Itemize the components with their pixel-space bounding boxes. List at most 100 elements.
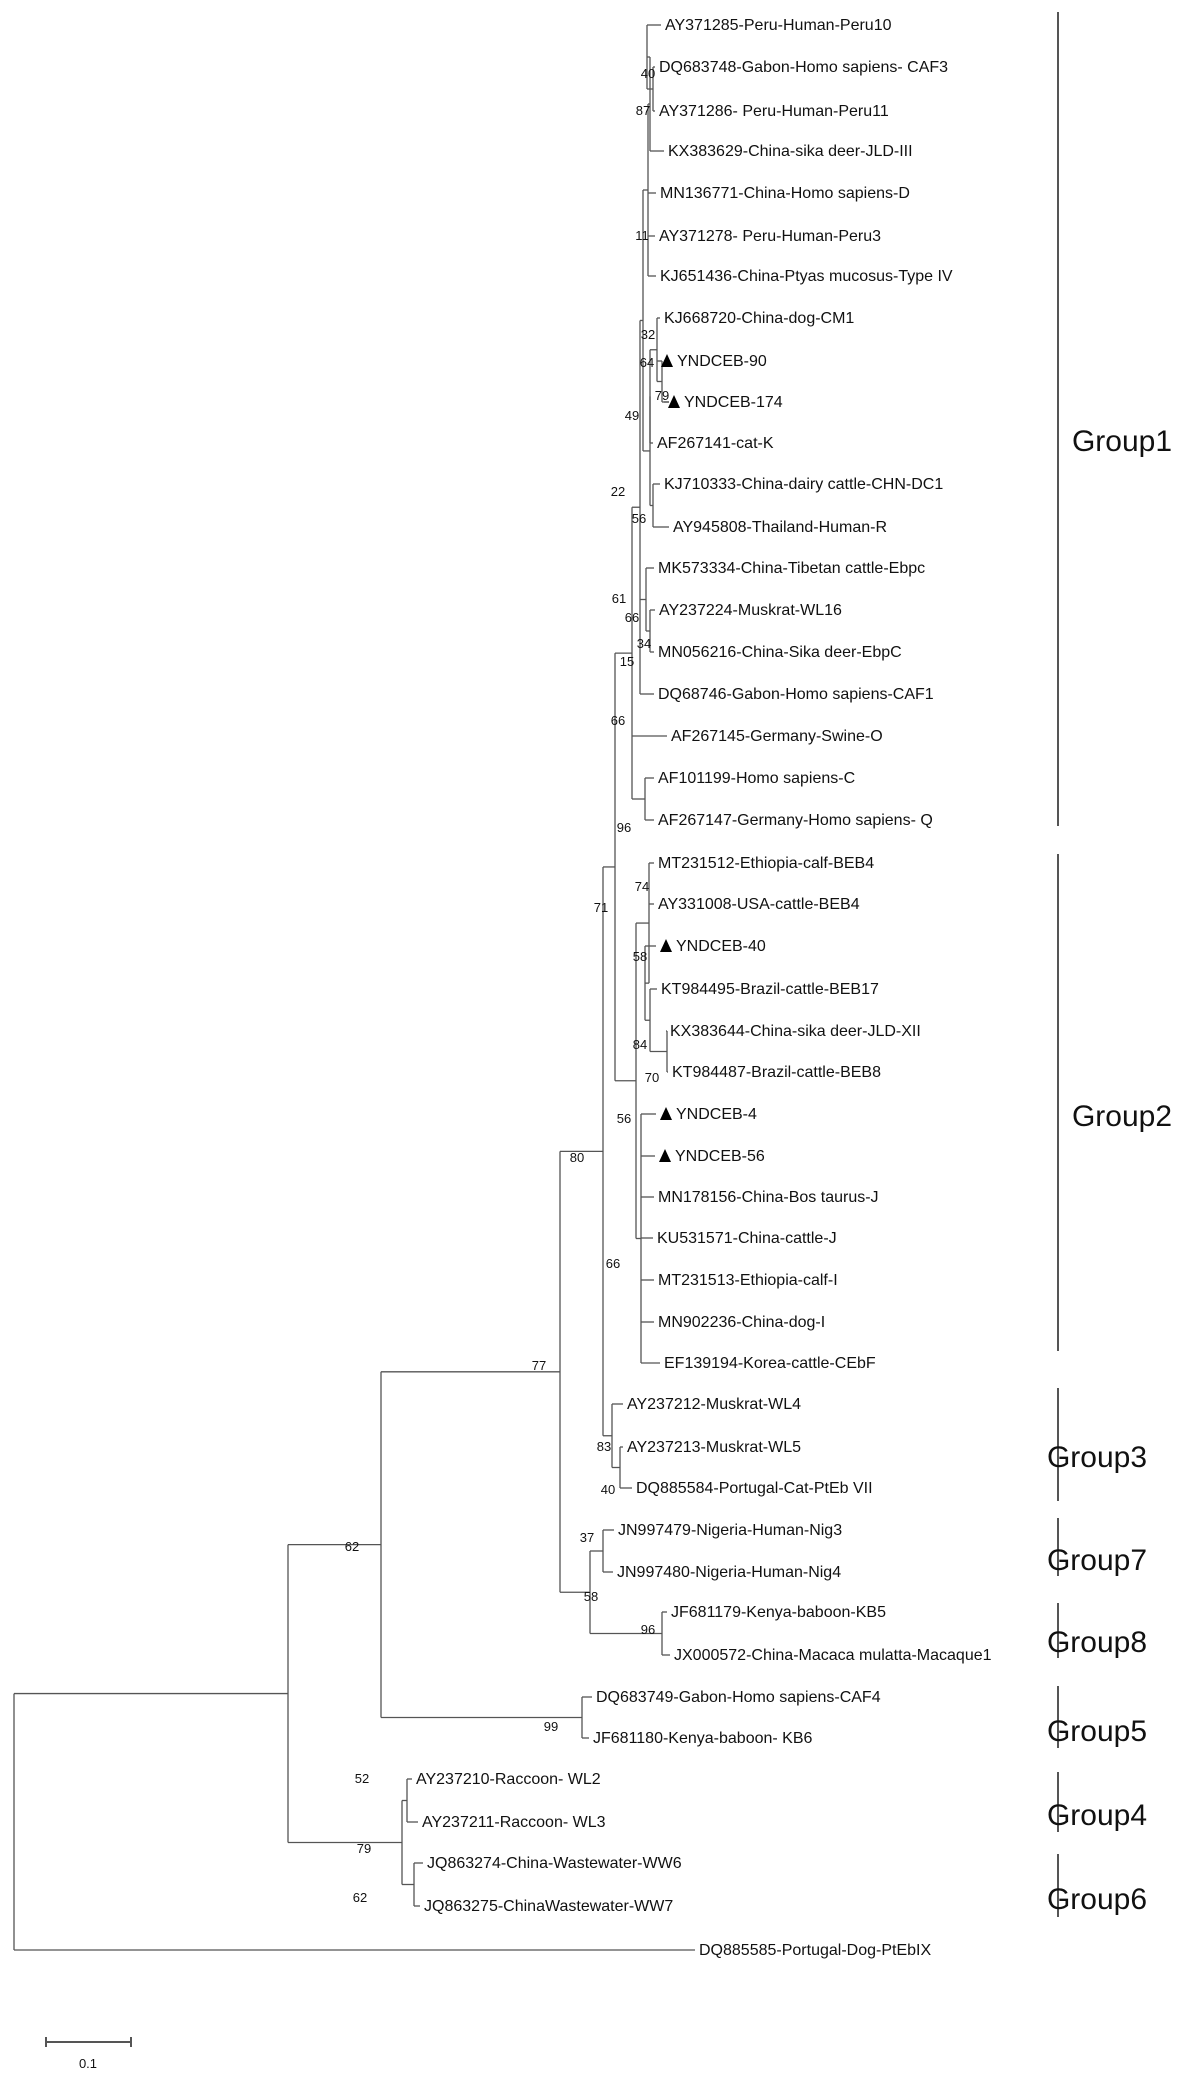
taxon-label: MK573334-China-Tibetan cattle-Ebpc: [658, 560, 925, 577]
sample-marker-triangle-icon: [660, 939, 672, 952]
bootstrap-value: 58: [633, 949, 647, 964]
group-label: Group3: [1047, 1441, 1147, 1474]
group-label: Group8: [1047, 1626, 1147, 1659]
scale-bar-label: 0.1: [79, 2056, 97, 2071]
bootstrap-value: 40: [601, 1482, 615, 1497]
group-label: Group2: [1072, 1100, 1172, 1133]
bootstrap-value: 62: [345, 1539, 359, 1554]
taxon-label: KU531571-China-cattle-J: [657, 1230, 837, 1247]
tree-branches: [13, 24, 695, 1951]
bootstrap-value: 74: [635, 879, 649, 894]
bootstrap-value: 77: [532, 1358, 546, 1373]
bootstrap-value: 32: [641, 327, 655, 342]
taxon-label: KX383644-China-sika deer-JLD-XII: [670, 1023, 921, 1040]
taxon-label: AF267145-Germany-Swine-O: [671, 728, 883, 745]
bootstrap-value: 61: [612, 591, 626, 606]
taxon-label: YNDCEB-90: [677, 353, 767, 370]
taxon-label: YNDCEB-40: [676, 938, 766, 955]
group-label: Group5: [1047, 1715, 1147, 1748]
taxon-label: AY237210-Raccoon- WL2: [416, 1771, 601, 1788]
sample-marker-triangle-icon: [661, 354, 673, 367]
taxon-label: JF681179-Kenya-baboon-KB5: [671, 1604, 886, 1621]
taxon-label: JQ863275-ChinaWastewater-WW7: [424, 1898, 673, 1915]
taxon-label: JX000572-China-Macaca mulatta-Macaque1: [674, 1647, 992, 1664]
bootstrap-value: 34: [637, 636, 651, 651]
taxon-label: MN136771-China-Homo sapiens-D: [660, 185, 910, 202]
taxon-label: AF101199-Homo sapiens-C: [658, 770, 855, 787]
bootstrap-value: 52: [355, 1771, 369, 1786]
taxon-label: JN997480-Nigeria-Human-Nig4: [617, 1564, 841, 1581]
group-label: Group1: [1072, 425, 1172, 458]
group-label: Group6: [1047, 1883, 1147, 1916]
bootstrap-value: 96: [617, 820, 631, 835]
bootstrap-value: 79: [655, 388, 669, 403]
bootstrap-value: 71: [594, 900, 608, 915]
bootstrap-value: 22: [611, 484, 625, 499]
taxon-label: KJ668720-China-dog-CM1: [664, 310, 854, 327]
bootstrap-value: 58: [584, 1589, 598, 1604]
taxon-label: MN178156-China-Bos taurus-J: [658, 1189, 879, 1206]
taxon-label: MT231512-Ethiopia-calf-BEB4: [658, 855, 874, 872]
taxon-label: JF681180-Kenya-baboon- KB6: [593, 1730, 813, 1747]
bootstrap-value: 40: [641, 66, 655, 81]
taxon-label: MN902236-China-dog-I: [658, 1314, 825, 1331]
taxon-label: AY945808-Thailand-Human-R: [673, 519, 887, 536]
taxon-label: AY237213-Muskrat-WL5: [627, 1439, 801, 1456]
taxon-label: AY371285-Peru-Human-Peru10: [665, 17, 892, 34]
bootstrap-value: 56: [617, 1111, 631, 1126]
taxon-label: DQ885584-Portugal-Cat-PtEb VII: [636, 1480, 873, 1497]
taxon-label: DQ683748-Gabon-Homo sapiens- CAF3: [659, 59, 948, 76]
group-label: Group7: [1047, 1544, 1147, 1577]
bootstrap-value: 37: [580, 1530, 594, 1545]
bootstrap-value: 80: [570, 1150, 584, 1165]
taxon-label: AY237211-Raccoon- WL3: [422, 1814, 606, 1831]
taxon-label: EF139194-Korea-cattle-CEbF: [664, 1355, 876, 1372]
bootstrap-value: 49: [625, 408, 639, 423]
group-brackets: Group1Group2Group3Group7Group8Group5Grou…: [1047, 12, 1172, 1917]
taxon-label: KJ651436-China-Ptyas mucosus-Type IV: [660, 268, 953, 285]
bootstrap-value: 66: [625, 610, 639, 625]
bootstrap-value: 11: [635, 228, 649, 243]
taxon-label: DQ68746-Gabon-Homo sapiens-CAF1: [658, 686, 934, 703]
bootstrap-value: 56: [632, 511, 646, 526]
taxon-label: AY237212-Muskrat-WL4: [627, 1396, 801, 1413]
taxon-label: YNDCEB-56: [675, 1148, 765, 1165]
taxon-label: AY371278- Peru-Human-Peru3: [659, 228, 881, 245]
taxon-label: AF267147-Germany-Homo sapiens- Q: [658, 812, 933, 829]
taxon-label: KT984495-Brazil-cattle-BEB17: [661, 981, 879, 998]
bootstrap-value: 84: [633, 1037, 647, 1052]
taxon-label: AY237224-Muskrat-WL16: [659, 602, 842, 619]
sample-marker-triangle-icon: [660, 1107, 672, 1120]
bootstrap-value: 66: [611, 713, 625, 728]
taxon-label: AY371286- Peru-Human-Peru11: [659, 103, 889, 120]
scale-bar: 0.1: [45, 2037, 132, 2071]
bootstrap-value: 79: [357, 1841, 371, 1856]
taxon-label: KT984487-Brazil-cattle-BEB8: [672, 1064, 881, 1081]
bootstrap-value: 96: [641, 1622, 655, 1637]
bootstrap-value: 66: [606, 1256, 620, 1271]
sample-marker-triangle-icon: [668, 395, 680, 408]
bootstrap-value: 70: [645, 1070, 659, 1085]
group-label: Group4: [1047, 1799, 1147, 1832]
bootstrap-value: 87: [636, 103, 650, 118]
taxon-label: KJ710333-China-dairy cattle-CHN-DC1: [664, 476, 943, 493]
taxon-label: DQ885585-Portugal-Dog-PtEbIX: [699, 1942, 931, 1959]
bootstrap-value: 83: [597, 1439, 611, 1454]
taxon-label: KX383629-China-sika deer-JLD-III: [668, 143, 913, 160]
taxon-label: MN056216-China-Sika deer-EbpC: [658, 644, 902, 661]
taxon-label: JQ863274-China-Wastewater-WW6: [427, 1855, 682, 1872]
taxon-label: DQ683749-Gabon-Homo sapiens-CAF4: [596, 1689, 881, 1706]
taxon-label: YNDCEB-174: [684, 394, 783, 411]
bootstrap-value: 99: [544, 1719, 558, 1734]
sample-marker-triangle-icon: [659, 1149, 671, 1162]
taxon-label: JN997479-Nigeria-Human-Nig3: [618, 1522, 842, 1539]
bootstrap-value: 64: [640, 355, 654, 370]
taxon-label: AY331008-USA-cattle-BEB4: [658, 896, 860, 913]
taxon-label: AF267141-cat-K: [657, 435, 774, 452]
taxon-label: MT231513-Ethiopia-calf-I: [658, 1272, 838, 1289]
bootstrap-value: 62: [353, 1890, 367, 1905]
taxon-labels: AY371285-Peru-Human-Peru10DQ683748-Gabon…: [416, 17, 992, 1959]
bootstrap-value: 15: [620, 654, 634, 669]
